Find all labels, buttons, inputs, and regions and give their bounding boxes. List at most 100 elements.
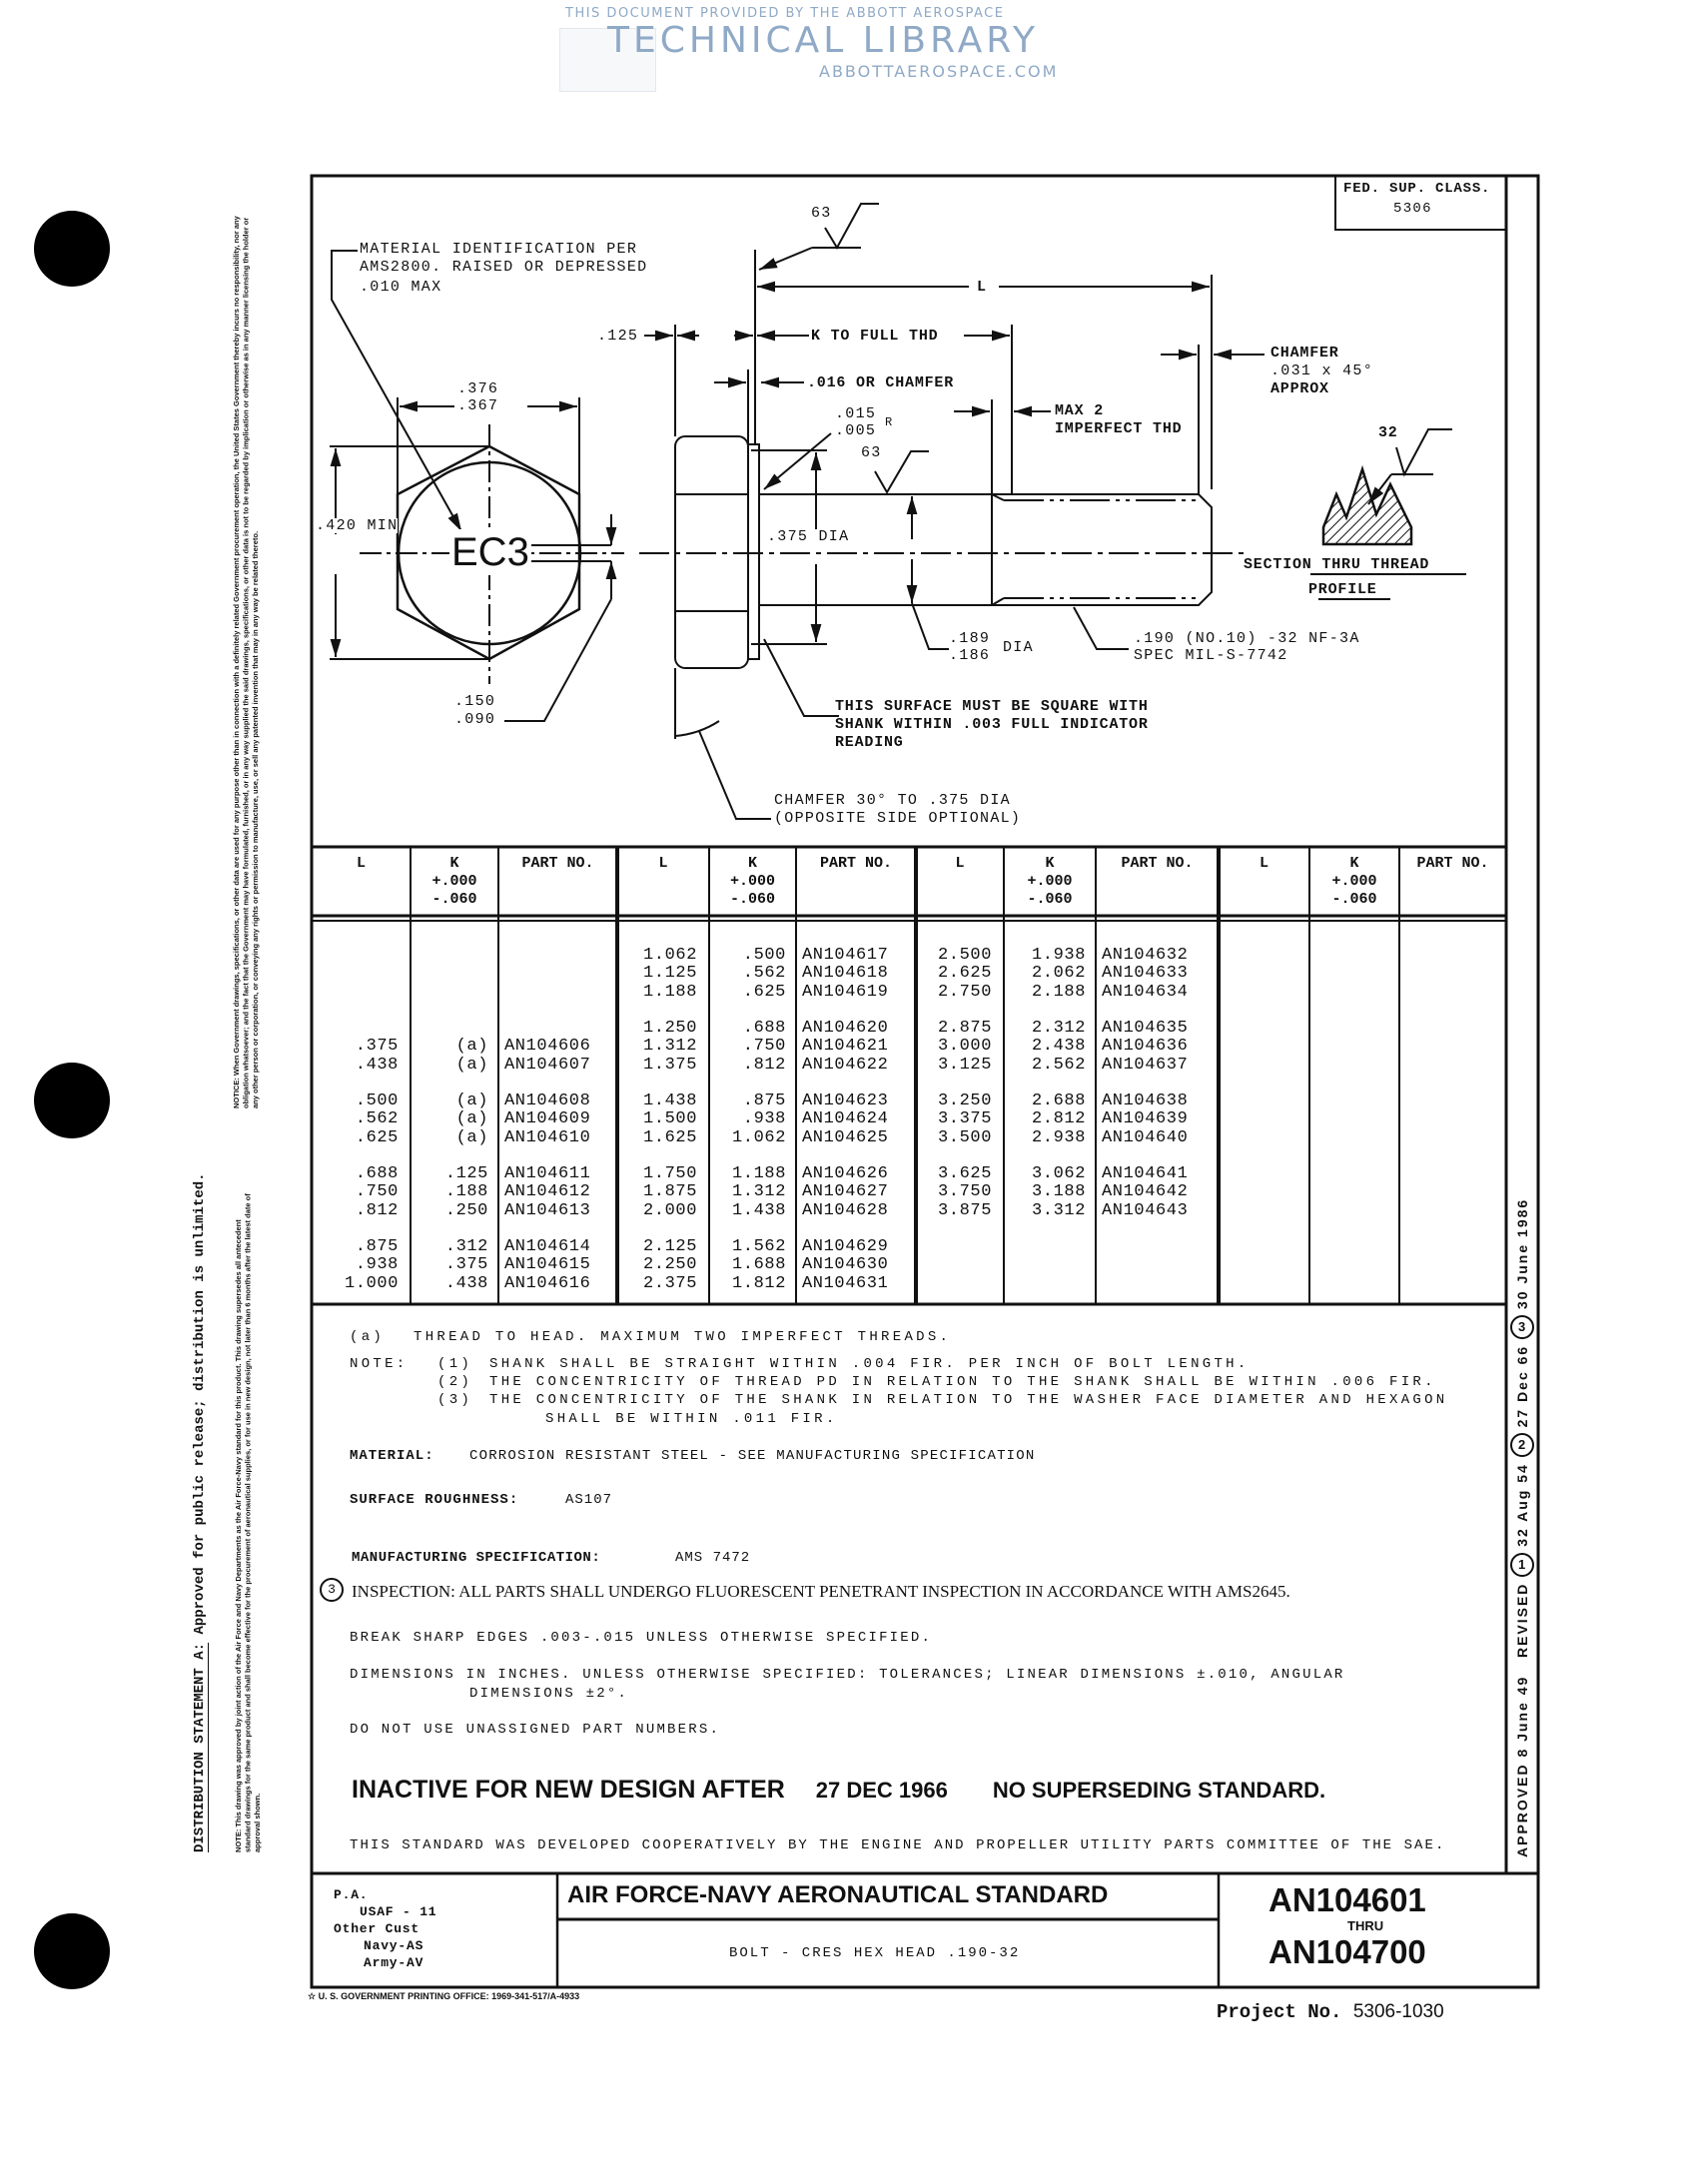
mfg-spec-label: MANUFACTURING SPECIFICATION: xyxy=(352,1550,601,1566)
cell-part-number: AN104628 xyxy=(802,1200,889,1220)
header-l: L xyxy=(356,855,366,872)
cell-length: 1.125 xyxy=(642,964,697,984)
mark-height-max: .150 xyxy=(454,693,496,710)
watermark-page-graphic xyxy=(559,28,656,92)
roughness-value: AS107 xyxy=(565,1492,613,1508)
cell-part-number: AN104637 xyxy=(1102,1055,1189,1075)
break-edges-note: BREAK SHARP EDGES .003-.015 UNLESS OTHER… xyxy=(350,1630,933,1646)
end-chamfer-3: APPROX xyxy=(1270,380,1329,397)
cell-length: 1.188 xyxy=(642,982,697,1002)
cell-part-number: AN104622 xyxy=(802,1055,889,1075)
cell-length: .750 xyxy=(355,1182,399,1202)
cell-k: 1.938 xyxy=(1031,946,1086,965)
cell-k: .688 xyxy=(742,1019,786,1038)
minor-dia-max: .189 xyxy=(949,630,991,647)
sheet-frame xyxy=(310,174,1540,1989)
revision-strip: APPROVED 8 June 49 REVISED 1 32 Aug 54 2… xyxy=(1510,1113,1536,1857)
header-part-no: PART NO. xyxy=(521,855,594,872)
cell-length: .438 xyxy=(355,1055,399,1075)
cell-length: .938 xyxy=(355,1255,399,1275)
cell-k: 1.562 xyxy=(731,1237,786,1256)
head-height-label: .125 xyxy=(597,328,639,345)
cell-length: .812 xyxy=(355,1200,399,1220)
end-chamfer-1: CHAMFER xyxy=(1270,345,1339,362)
standard-title: AIR FORCE-NAVY AERONAUTICAL STANDARD xyxy=(567,1881,1109,1908)
revision-2-marker: 2 xyxy=(1510,1433,1534,1458)
watermark-line3: ABBOTTAEROSPACE.COM xyxy=(819,62,1059,81)
project-number: Project No. 5306-1030 xyxy=(1217,2001,1444,2023)
fillet-radius-max: .015 xyxy=(835,405,877,422)
square-note-2: SHANK WITHIN .003 FULL INDICATOR xyxy=(835,716,1149,733)
cell-length: 2.750 xyxy=(937,982,992,1002)
length-label: L xyxy=(977,279,987,296)
cell-k: 1.062 xyxy=(731,1127,786,1147)
note-label: NOTE: xyxy=(350,1356,409,1372)
cell-k: (a) xyxy=(455,1109,488,1129)
cell-k: 3.062 xyxy=(1031,1164,1086,1183)
cell-length: 3.625 xyxy=(937,1164,992,1183)
cell-k: 1.438 xyxy=(731,1200,786,1220)
cell-part-number: AN104613 xyxy=(504,1200,591,1220)
cell-part-number: AN104616 xyxy=(504,1273,591,1293)
revision-3-marker: 3 xyxy=(320,1578,344,1602)
material-id-note-3: .010 MAX xyxy=(360,279,442,296)
cell-k: .438 xyxy=(444,1273,488,1293)
cell-part-number: AN104617 xyxy=(802,946,889,965)
cell-part-number: AN104620 xyxy=(802,1019,889,1038)
cell-k: .812 xyxy=(742,1055,786,1075)
cell-length: 3.375 xyxy=(937,1109,992,1129)
fed-sup-class-label: FED. SUP. CLASS. xyxy=(1343,181,1491,197)
cell-part-number: AN104636 xyxy=(1102,1037,1189,1057)
unassigned-note: DO NOT USE UNASSIGNED PART NUMBERS. xyxy=(350,1722,721,1738)
gpo-text: U. S. GOVERNMENT PRINTING OFFICE: 1969-3… xyxy=(318,1991,580,2001)
punch-hole-bottom xyxy=(34,1913,110,1989)
inactive-date: 27 DEC 1966 xyxy=(815,1778,948,1803)
cell-length: .625 xyxy=(355,1127,399,1147)
header-part-no: PART NO. xyxy=(1416,855,1489,872)
cell-length: 1.250 xyxy=(642,1019,697,1038)
cell-k: .562 xyxy=(742,964,786,984)
cell-part-number: AN104638 xyxy=(1102,1092,1189,1110)
square-note-3: READING xyxy=(835,734,904,751)
dimensions-note-cont: DIMENSIONS ±2°. xyxy=(469,1686,629,1702)
cell-k: 1.188 xyxy=(731,1164,786,1183)
part-number-to: AN104700 xyxy=(1268,1933,1426,1970)
fed-sup-class-box xyxy=(1334,175,1507,231)
note-3-num: (3) xyxy=(437,1392,473,1408)
note-2-text: THE CONCENTRICITY OF THREAD PD IN RELATI… xyxy=(489,1374,1436,1390)
finish-symbol-shank: 63 xyxy=(861,444,882,461)
revision-3-date: 30 June 1986 xyxy=(1514,1197,1530,1309)
custodian-army: Army-AV xyxy=(364,1955,424,1970)
thread-spec-2: SPEC MIL-S-7742 xyxy=(1134,647,1288,664)
cell-part-number: AN104639 xyxy=(1102,1109,1189,1129)
cell-k: (a) xyxy=(455,1127,488,1147)
cell-k: 1.688 xyxy=(731,1255,786,1275)
cell-part-number: AN104614 xyxy=(504,1237,591,1256)
cell-k: .125 xyxy=(444,1164,488,1183)
inactive-text: INACTIVE FOR NEW DESIGN AFTER xyxy=(352,1776,785,1804)
section-title: SECTION THRU THREAD xyxy=(1244,556,1430,573)
cell-part-number: AN104612 xyxy=(504,1182,591,1202)
custodian-usaf: USAF - 11 xyxy=(360,1904,437,1919)
minor-dia-min: .186 xyxy=(949,647,991,664)
header-k: K xyxy=(449,855,459,872)
cell-length: .500 xyxy=(355,1092,399,1110)
project-label: Project No. xyxy=(1217,2001,1342,2023)
note-a-text: THREAD TO HEAD. MAXIMUM TWO IMPERFECT TH… xyxy=(414,1329,952,1345)
custodian-pa: P.A. xyxy=(334,1887,369,1902)
header-part-no: PART NO. xyxy=(1121,855,1194,872)
fillet-radius-min: .005 xyxy=(835,422,877,439)
note-2-num: (2) xyxy=(437,1374,473,1390)
washer-face-label: .016 OR CHAMFER xyxy=(807,374,955,391)
header-k-plus: +.000 xyxy=(729,873,775,890)
end-chamfer-2: .031 x 45° xyxy=(1270,363,1374,379)
cell-k: .500 xyxy=(742,946,786,965)
note-a-label: (a) xyxy=(350,1329,386,1345)
cell-part-number: AN104623 xyxy=(802,1092,889,1110)
cell-length: 1.875 xyxy=(642,1182,697,1202)
watermark-line1: THIS DOCUMENT PROVIDED BY THE ABBOTT AER… xyxy=(565,6,1005,21)
section-subtitle: PROFILE xyxy=(1308,581,1377,598)
cell-length: .688 xyxy=(355,1164,399,1183)
superseding-text: NO SUPERSEDING STANDARD. xyxy=(992,1778,1326,1803)
cell-length: 2.125 xyxy=(642,1237,697,1256)
